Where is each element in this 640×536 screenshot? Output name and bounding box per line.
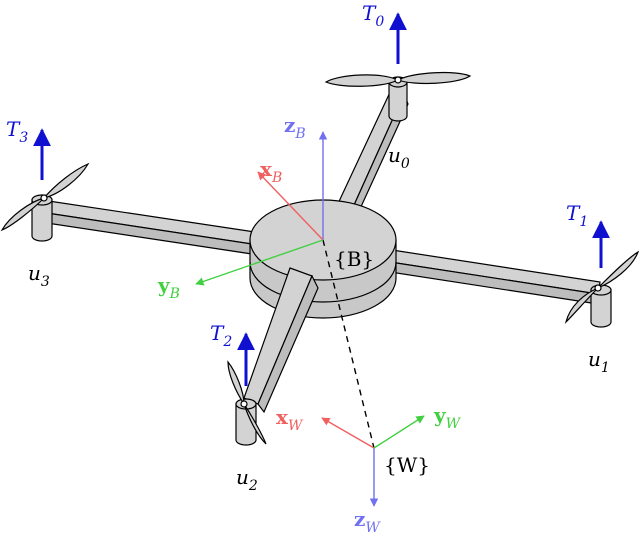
input-label-0: u0 — [388, 143, 410, 172]
thrust-label-1: T1 — [566, 201, 588, 230]
world-y-label: yW — [433, 403, 462, 432]
propeller-1 — [564, 250, 640, 324]
thrust-label-2: T2 — [210, 321, 232, 350]
body-y-axis — [195, 239, 324, 286]
propeller-0 — [324, 71, 472, 87]
arm-3 — [39, 199, 256, 255]
propeller-2 — [227, 360, 267, 445]
frame-link-dashed — [322, 239, 375, 449]
body-frame-label: {B} — [334, 247, 374, 271]
thrust-label-0: T0 — [362, 1, 384, 30]
world-x-label: xW — [276, 405, 304, 434]
body-z-label: zB — [284, 113, 306, 142]
world-frame-label: {W} — [384, 453, 430, 477]
input-label-3: u3 — [28, 261, 50, 290]
body-y-label: yB — [157, 273, 180, 302]
thrust-label-3: T3 — [6, 117, 28, 146]
arm-1 — [389, 249, 601, 305]
arm-2 — [243, 267, 319, 414]
body-x-axis — [257, 171, 324, 241]
input-label-1: u1 — [588, 347, 610, 376]
input-label-2: u2 — [236, 465, 258, 494]
world-x-axis — [321, 417, 375, 449]
propeller-3 — [0, 162, 90, 232]
world-y-axis — [373, 415, 425, 449]
world-z-label: zW — [354, 507, 381, 536]
body-x-label: xB — [260, 157, 282, 186]
